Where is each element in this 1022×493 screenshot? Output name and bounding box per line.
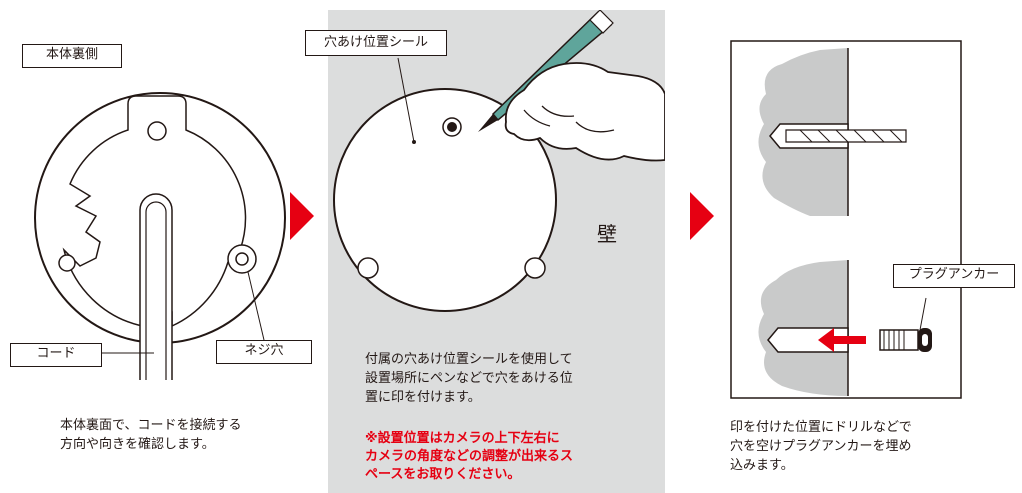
step2-warning-line1: ※設置位置はカメラの上下左右に (365, 431, 560, 446)
wall-label: 壁 (597, 222, 617, 246)
sticker-drawing (333, 10, 665, 312)
step2-warning-line2: カメラの角度などの調整が出来るス (365, 449, 574, 464)
sticker-label: 穴あけ位置シール (305, 30, 447, 56)
step3-caption-line2: 穴を空けプラグアンカーを埋め (730, 439, 912, 454)
plug-anchor-label: プラグアンカー (893, 264, 1015, 288)
step2-warning-line3: ペースをお取りください。 (365, 467, 521, 482)
step2-caption-line1: 付属の穴あけ位置シールを使用して (365, 352, 573, 367)
step1-caption-line2: 方向や向きを確認します。 (60, 437, 215, 452)
back-side-label: 本体裏側 (22, 44, 122, 68)
step2-caption-line2: 設置場所にペンなどで穴をあける位 (365, 371, 573, 386)
step3-caption-line1: 印を付けた位置にドリルなどで (730, 420, 912, 435)
step2-caption-line3: 置に印を付けます。 (365, 390, 481, 405)
drilling-drawing (730, 40, 962, 399)
code-label: コード (10, 343, 102, 367)
camera-base-drawing (34, 92, 286, 380)
step1-caption-line1: 本体裏面で、コードを接続する (60, 418, 242, 433)
next-step-arrow-2 (690, 192, 714, 240)
step3-caption-line3: 込みます。 (730, 458, 794, 473)
next-step-arrow (290, 192, 314, 240)
screw-hole-label: ネジ穴 (216, 340, 312, 364)
